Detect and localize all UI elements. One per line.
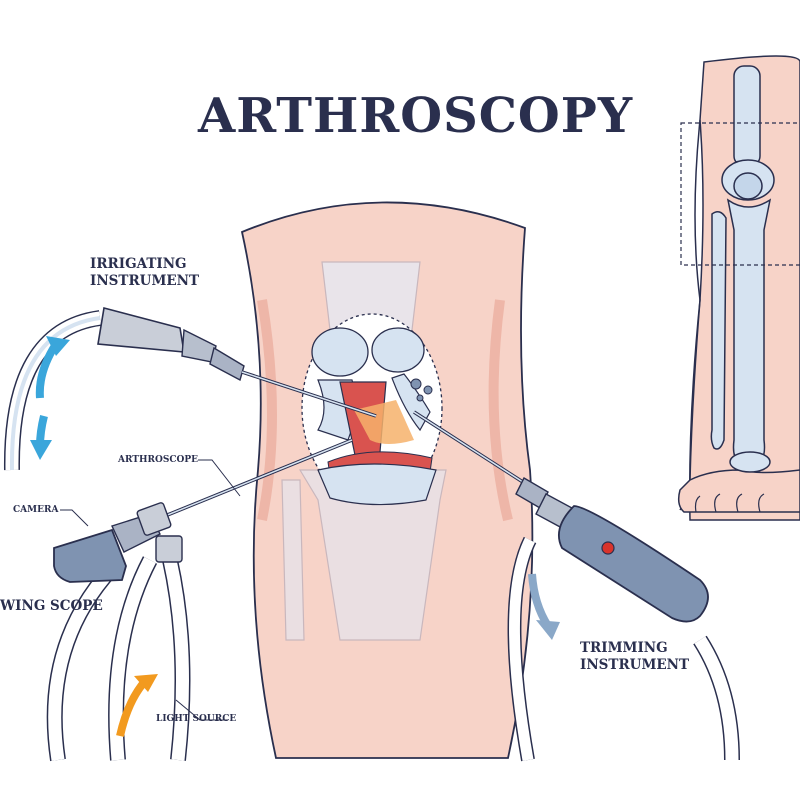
arthroscope-assembly [46,438,353,762]
leader-lines [60,459,241,721]
page-title: ARTHROSCOPY [198,88,634,144]
irrigating-instrument [3,307,377,471]
irrigating-label-line1: IRRIGATING [90,256,187,272]
swing-scope-label: WING SCOPE [0,598,103,614]
trimming-label: TRIMMING INSTRUMENT [580,640,689,674]
drain-flow-arrow [528,573,560,640]
light-source-arrow [116,674,158,737]
irrigating-label: IRRIGATING INSTRUMENT [90,256,199,290]
knee [240,201,534,759]
trimming-label-line2: INSTRUMENT [580,657,690,673]
arthroscope-label: ARTHROSCOPE [118,455,198,465]
leg-reference [677,55,800,521]
trimming-instrument [413,410,740,762]
irrigation-flow-arrow [30,336,70,460]
trimming-label-line1: TRIMMING [580,640,668,656]
camera-label: CAMERA [13,505,59,515]
light-source-label: LIGHT SOURCE [156,714,237,724]
irrigating-label-line2: INSTRUMENT [90,273,200,289]
